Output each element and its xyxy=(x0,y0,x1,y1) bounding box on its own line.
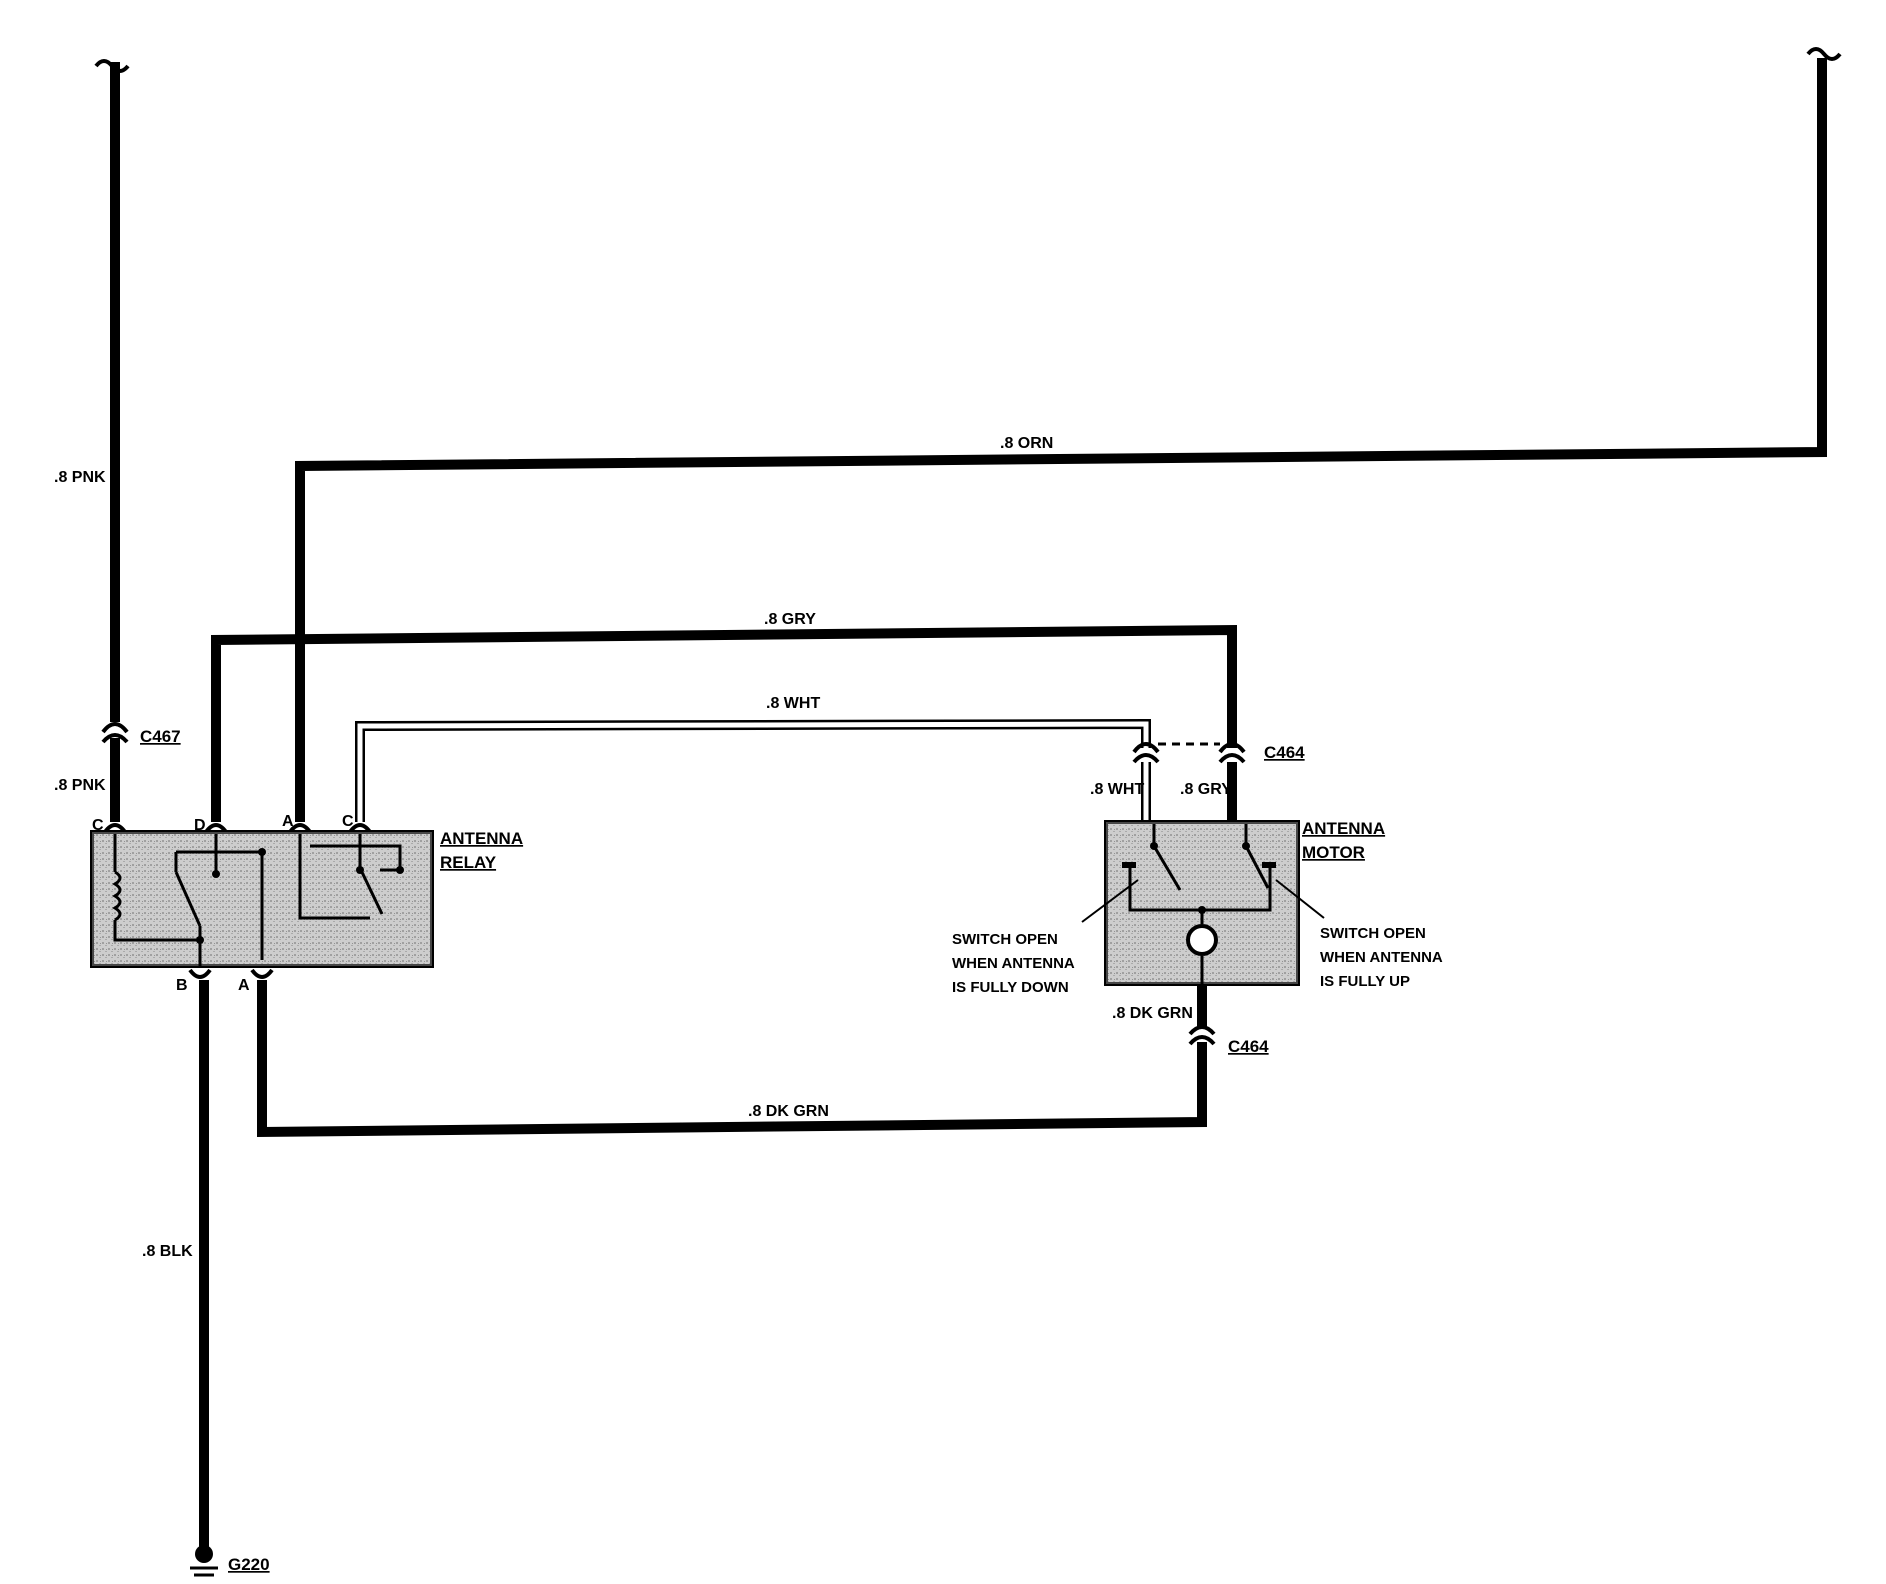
note-left-line2: WHEN ANTENNA xyxy=(952,955,1075,972)
wire-wht xyxy=(355,718,1151,822)
wire-dkgrn xyxy=(257,980,1207,1138)
connector-c467-icon xyxy=(101,722,129,744)
motor-icon xyxy=(1186,924,1218,956)
relay-pin-b-icon xyxy=(188,968,212,979)
relay-pin-a-bottom: A xyxy=(238,977,250,994)
note-right-line2: WHEN ANTENNA xyxy=(1320,949,1443,966)
wire-gry xyxy=(211,624,1237,822)
wire-orn xyxy=(295,58,1827,822)
label-c467: C467 xyxy=(140,727,181,746)
relay-pin-a-top: A xyxy=(282,813,294,830)
note-right-leader xyxy=(1275,879,1325,919)
label-wht: .8 WHT xyxy=(766,695,820,712)
ground-icon xyxy=(190,1545,218,1577)
label-c464-top: C464 xyxy=(1264,743,1305,762)
label-pnk-lower: .8 PNK xyxy=(54,777,106,794)
label-pnk-upper: .8 PNK xyxy=(54,469,106,486)
wire-break-icon-right xyxy=(1806,47,1842,61)
relay-pin-b: B xyxy=(176,977,188,994)
label-gry: .8 GRY xyxy=(764,611,816,628)
relay-pin-d: D xyxy=(194,817,206,834)
label-c464-bottom: C464 xyxy=(1228,1037,1269,1056)
motor-title-line1: ANTENNA xyxy=(1302,819,1385,838)
relay-title-line2: RELAY xyxy=(440,853,497,872)
relay-top-pins xyxy=(103,823,372,834)
relay-title-line1: ANTENNA xyxy=(440,829,523,848)
label-dkgrn-motor: .8 DK GRN xyxy=(1112,1005,1193,1022)
connector-c464-dkgrn-icon xyxy=(1188,1025,1216,1046)
label-dkgrn-bottom: .8 DK GRN xyxy=(748,1103,829,1120)
antenna-relay xyxy=(90,830,434,968)
label-gry-motor: .8 GRY xyxy=(1180,781,1232,798)
relay-pin-c-left: C xyxy=(92,817,104,834)
label-orn: .8 ORN xyxy=(1000,435,1053,452)
note-left-line3: IS FULLY DOWN xyxy=(952,979,1069,996)
relay-pin-c-right: C xyxy=(342,813,354,830)
connector-c464-wht-icon xyxy=(1132,742,1160,764)
label-ground-g220: G220 xyxy=(228,1555,270,1574)
note-right-line1: SWITCH OPEN xyxy=(1320,925,1426,942)
label-blk: .8 BLK xyxy=(142,1243,193,1260)
note-left-leader xyxy=(1081,879,1139,923)
antenna-motor xyxy=(1104,820,1300,986)
label-wht-motor: .8 WHT xyxy=(1090,781,1144,798)
relay-pin-a-icon xyxy=(250,968,274,979)
connector-c464-gry-icon xyxy=(1218,742,1246,764)
note-left-line1: SWITCH OPEN xyxy=(952,931,1058,948)
note-right-line3: IS FULLY UP xyxy=(1320,973,1410,990)
motor-title-line2: MOTOR xyxy=(1302,843,1365,862)
